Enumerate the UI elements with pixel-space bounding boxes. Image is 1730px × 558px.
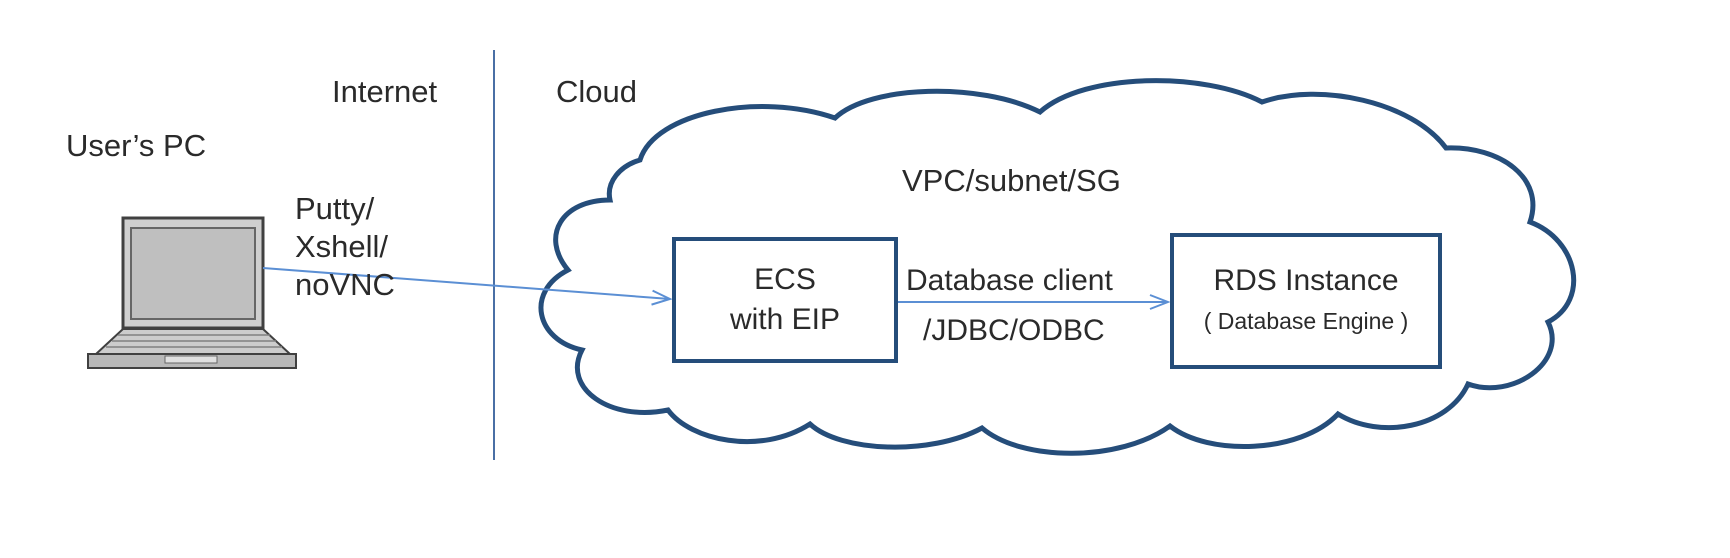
internet-label: Internet [332,74,438,109]
laptop-icon [87,216,297,369]
ecs-subtitle: with EIP [729,303,841,336]
pc-to-ecs-arrow [262,267,670,299]
protocol-list: Putty/ Xshell/ noVNC [295,190,395,304]
cloud-label: Cloud [556,74,637,109]
connection-label-line2: /JDBC/ODBC [923,314,1105,347]
protocol-novnc: noVNC [295,267,395,302]
rds-box: RDS Instance ( Database Engine ) [1170,233,1442,369]
protocol-xshell: Xshell/ [295,229,389,264]
rds-title: RDS Instance [1213,264,1399,297]
connection-label-line1: Database client [906,264,1113,297]
ecs-box: ECS with EIP [672,237,898,363]
rds-subtitle: ( Database Engine ) [1203,308,1409,334]
users-pc-label: User’s PC [66,128,207,163]
protocol-putty: Putty/ [295,191,375,226]
ecs-title: ECS [754,263,816,296]
vpc-label: VPC/subnet/SG [902,163,1121,198]
